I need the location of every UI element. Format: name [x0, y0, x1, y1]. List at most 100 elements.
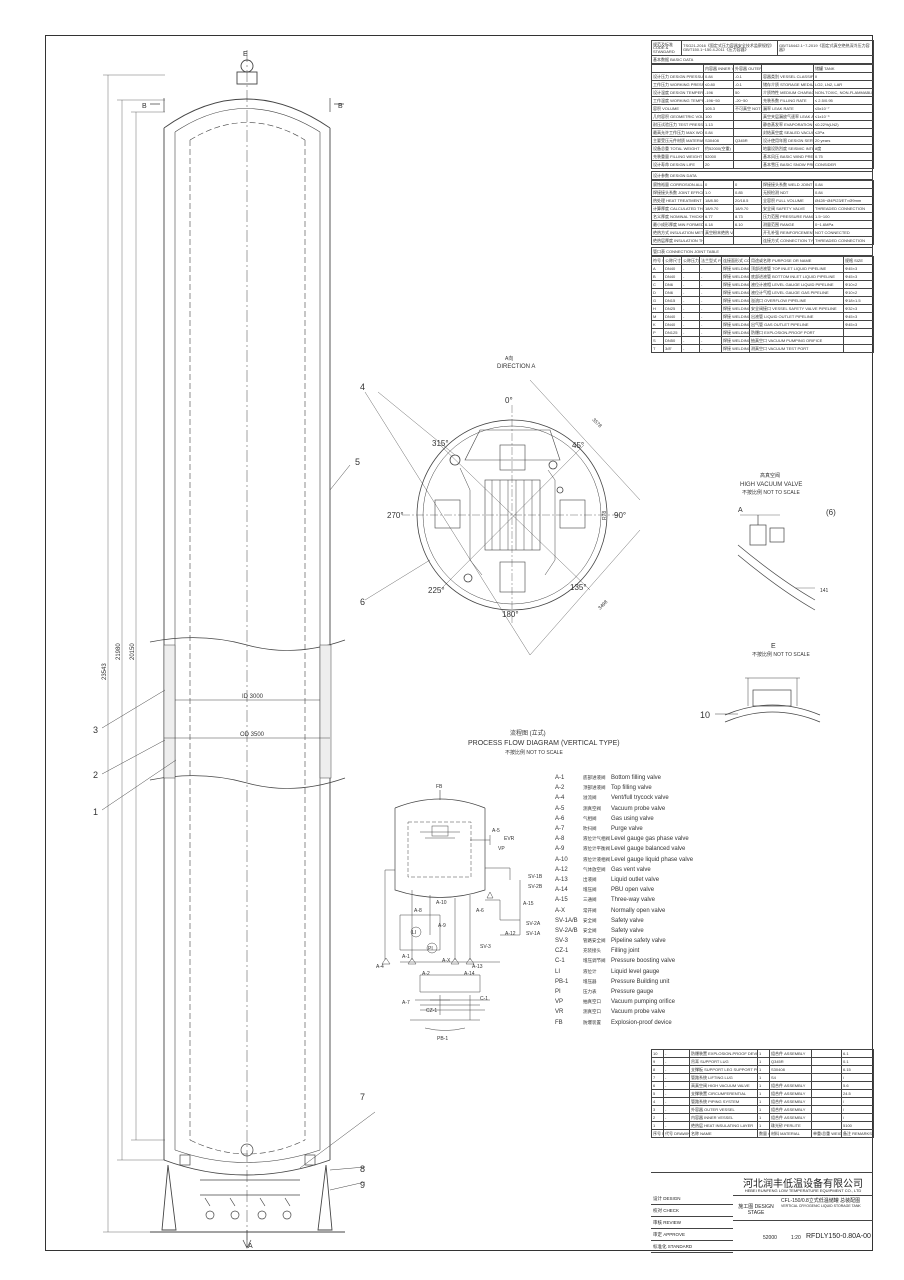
- design-data-row: 腐蚀裕量 CORROSION ALLOWANCE00焊接接头系数 WELD JO…: [651, 180, 874, 189]
- parts-col-header: 名称 NAME: [689, 1129, 758, 1138]
- flow-tag: A-10: [436, 900, 447, 906]
- design-data-cell: 0.85: [733, 188, 762, 197]
- angle-225: 225°: [428, 586, 445, 595]
- legend-en: Vacuum pumping orifice: [611, 999, 675, 1006]
- legend-code: A-12: [555, 866, 568, 873]
- company-name-en: HEBEI RUNFENG LOW TEMPERATURE EQUIPMENT …: [744, 1188, 862, 1193]
- dim-total: 21980: [116, 643, 122, 660]
- legend-zh: 液位计: [583, 968, 597, 974]
- legend-code: VR: [555, 1009, 564, 1016]
- weight: 52000: [763, 1235, 777, 1241]
- connection-col-header: 用途或名称 PURPOSE OR NAME: [749, 256, 844, 265]
- basic-data-cell: II: [813, 72, 874, 81]
- connection-cell: 溢流口 OVERFLOW PIPELINE: [749, 296, 844, 305]
- valve-ref: (6): [826, 508, 836, 517]
- dim-straight: 20150: [130, 643, 136, 660]
- basic-data-cell: [733, 160, 762, 169]
- legend-en: Safety valve: [611, 917, 644, 924]
- legend-code: A-8: [555, 836, 565, 843]
- connection-cell: T: [651, 344, 664, 353]
- basic-data-cell: ≤5x10⁻⁷: [813, 104, 874, 113]
- flow-title-en: PROCESS FLOW DIAGRAM (VERTICAL TYPE): [468, 740, 620, 747]
- parts-cell: [811, 1057, 842, 1066]
- parts-cell: 组合件 ASSEMBLY: [769, 1105, 812, 1114]
- design-data-cell: Ø428~Ø4PI23/ET×Ø9mm: [813, 196, 874, 205]
- angle-180: 180°: [502, 610, 519, 619]
- basic-data-cell: -0.1: [733, 72, 762, 81]
- section-mark-b-left: B: [142, 103, 147, 110]
- connection-cell: -: [699, 296, 722, 305]
- basic-data-cell: 20 years: [813, 136, 874, 145]
- connection-cell: DN125: [663, 328, 682, 337]
- legend-en: Top filling valve: [611, 785, 652, 792]
- parts-cell: 0.1: [841, 1057, 874, 1066]
- flow-tag: A-13: [472, 964, 483, 970]
- connection-cell: -: [699, 304, 722, 313]
- basic-data-cell: 主要受压元件材质 MATERIAL OF PRESSURE PARTS: [651, 136, 704, 145]
- parts-cell: 组合件 ASSEMBLY: [769, 1113, 812, 1122]
- parts-cell: 2: [651, 1113, 664, 1122]
- design-data-cell: 安全阀 SAFETY VALVE: [761, 204, 814, 213]
- parts-cell: S30408: [769, 1065, 812, 1074]
- connection-cell: [843, 344, 874, 353]
- parts-cell: 组合件 ASSEMBLY: [769, 1089, 812, 1098]
- flow-tag: A-14: [464, 971, 475, 977]
- basic-data-cell: 设备总重 TOTAL WEIGHT: [651, 144, 704, 153]
- legend-zh: 常开阀: [583, 907, 597, 913]
- callout-e: E: [243, 51, 248, 58]
- basic-data-cell: ≤2Pa: [813, 128, 874, 137]
- legend-en: Gas using valve: [611, 815, 654, 822]
- leader-8: 8: [360, 1164, 365, 1174]
- dim-od: OD 3500: [240, 732, 265, 738]
- parts-cell: 1: [757, 1081, 770, 1090]
- dim-id: ID 3000: [242, 694, 264, 700]
- connection-cell: P: [651, 328, 664, 337]
- design-data-cell: 0: [703, 180, 734, 189]
- parts-cell: [811, 1097, 842, 1106]
- basic-data-cell: 工作温度 WORKING TEMPERATURE: [651, 96, 704, 105]
- parts-cell: 4: [651, 1097, 664, 1106]
- high-vacuum-valve-detail: [737, 514, 816, 611]
- legend-zh: 三通阀: [583, 897, 597, 903]
- design-data-cell: 0.84: [813, 180, 874, 189]
- dim-3498: 3498: [597, 599, 609, 611]
- legend-code: CZ-1: [555, 948, 569, 955]
- legend-zh: 安全阀: [583, 927, 597, 933]
- design-data-cell: 名义厚度 NOMINAL THICKNESS: [651, 212, 704, 221]
- parts-cell: 管路系统 LIFTING LUG: [689, 1073, 758, 1082]
- legend-code: A-5: [555, 805, 565, 812]
- parts-cell: 高真空阀 HIGH VACUUM VALVE: [689, 1081, 758, 1090]
- legend-zh: 增压阀: [583, 887, 597, 893]
- parts-cell: 1: [757, 1049, 770, 1058]
- legend-zh: 防爆装置: [583, 1019, 601, 1025]
- design-data-row: 绝热方式 INSULATION METHOD真空粉末绝热 VACUUM POWD…: [651, 228, 874, 237]
- connection-cell: 液位计液相 LEVEL GAUGE LIQUID PIPELINE: [749, 280, 844, 289]
- legend-code: A-X: [555, 907, 566, 914]
- parts-cell: /: [841, 1105, 874, 1114]
- parts-cell: 24.5: [841, 1089, 874, 1098]
- basic-data-cell: -196: [703, 88, 734, 97]
- scale: 1:20: [791, 1235, 801, 1241]
- basic-data-row: 几何容积 GEOMETRIC VOLUME100真空夹层漏放气速率 LEAK A…: [651, 112, 874, 121]
- basic-data-cell: 基本风压 BASIC WIND PRESSURE: [761, 152, 814, 161]
- legend-zh: 溢流阀: [583, 795, 597, 801]
- legend-zh: 顶部进液阀: [583, 785, 606, 791]
- code-right: GB/T18442.1~7-2019《固定式真空绝热深冷压力容器》: [777, 40, 874, 56]
- basic-data-cell: 真空夹层漏放气速率 LEAK AND OUTGASSING RATE: [761, 112, 814, 121]
- parts-cell: [811, 1121, 842, 1130]
- legend-zh: 液位计液相阀: [583, 856, 610, 862]
- product-name: CFL-150/0.8立式低温储罐 总装配图: [781, 1198, 861, 1204]
- parts-cell: [811, 1105, 842, 1114]
- legend-code: A-9: [555, 846, 565, 853]
- basic-data-cell: [733, 128, 762, 137]
